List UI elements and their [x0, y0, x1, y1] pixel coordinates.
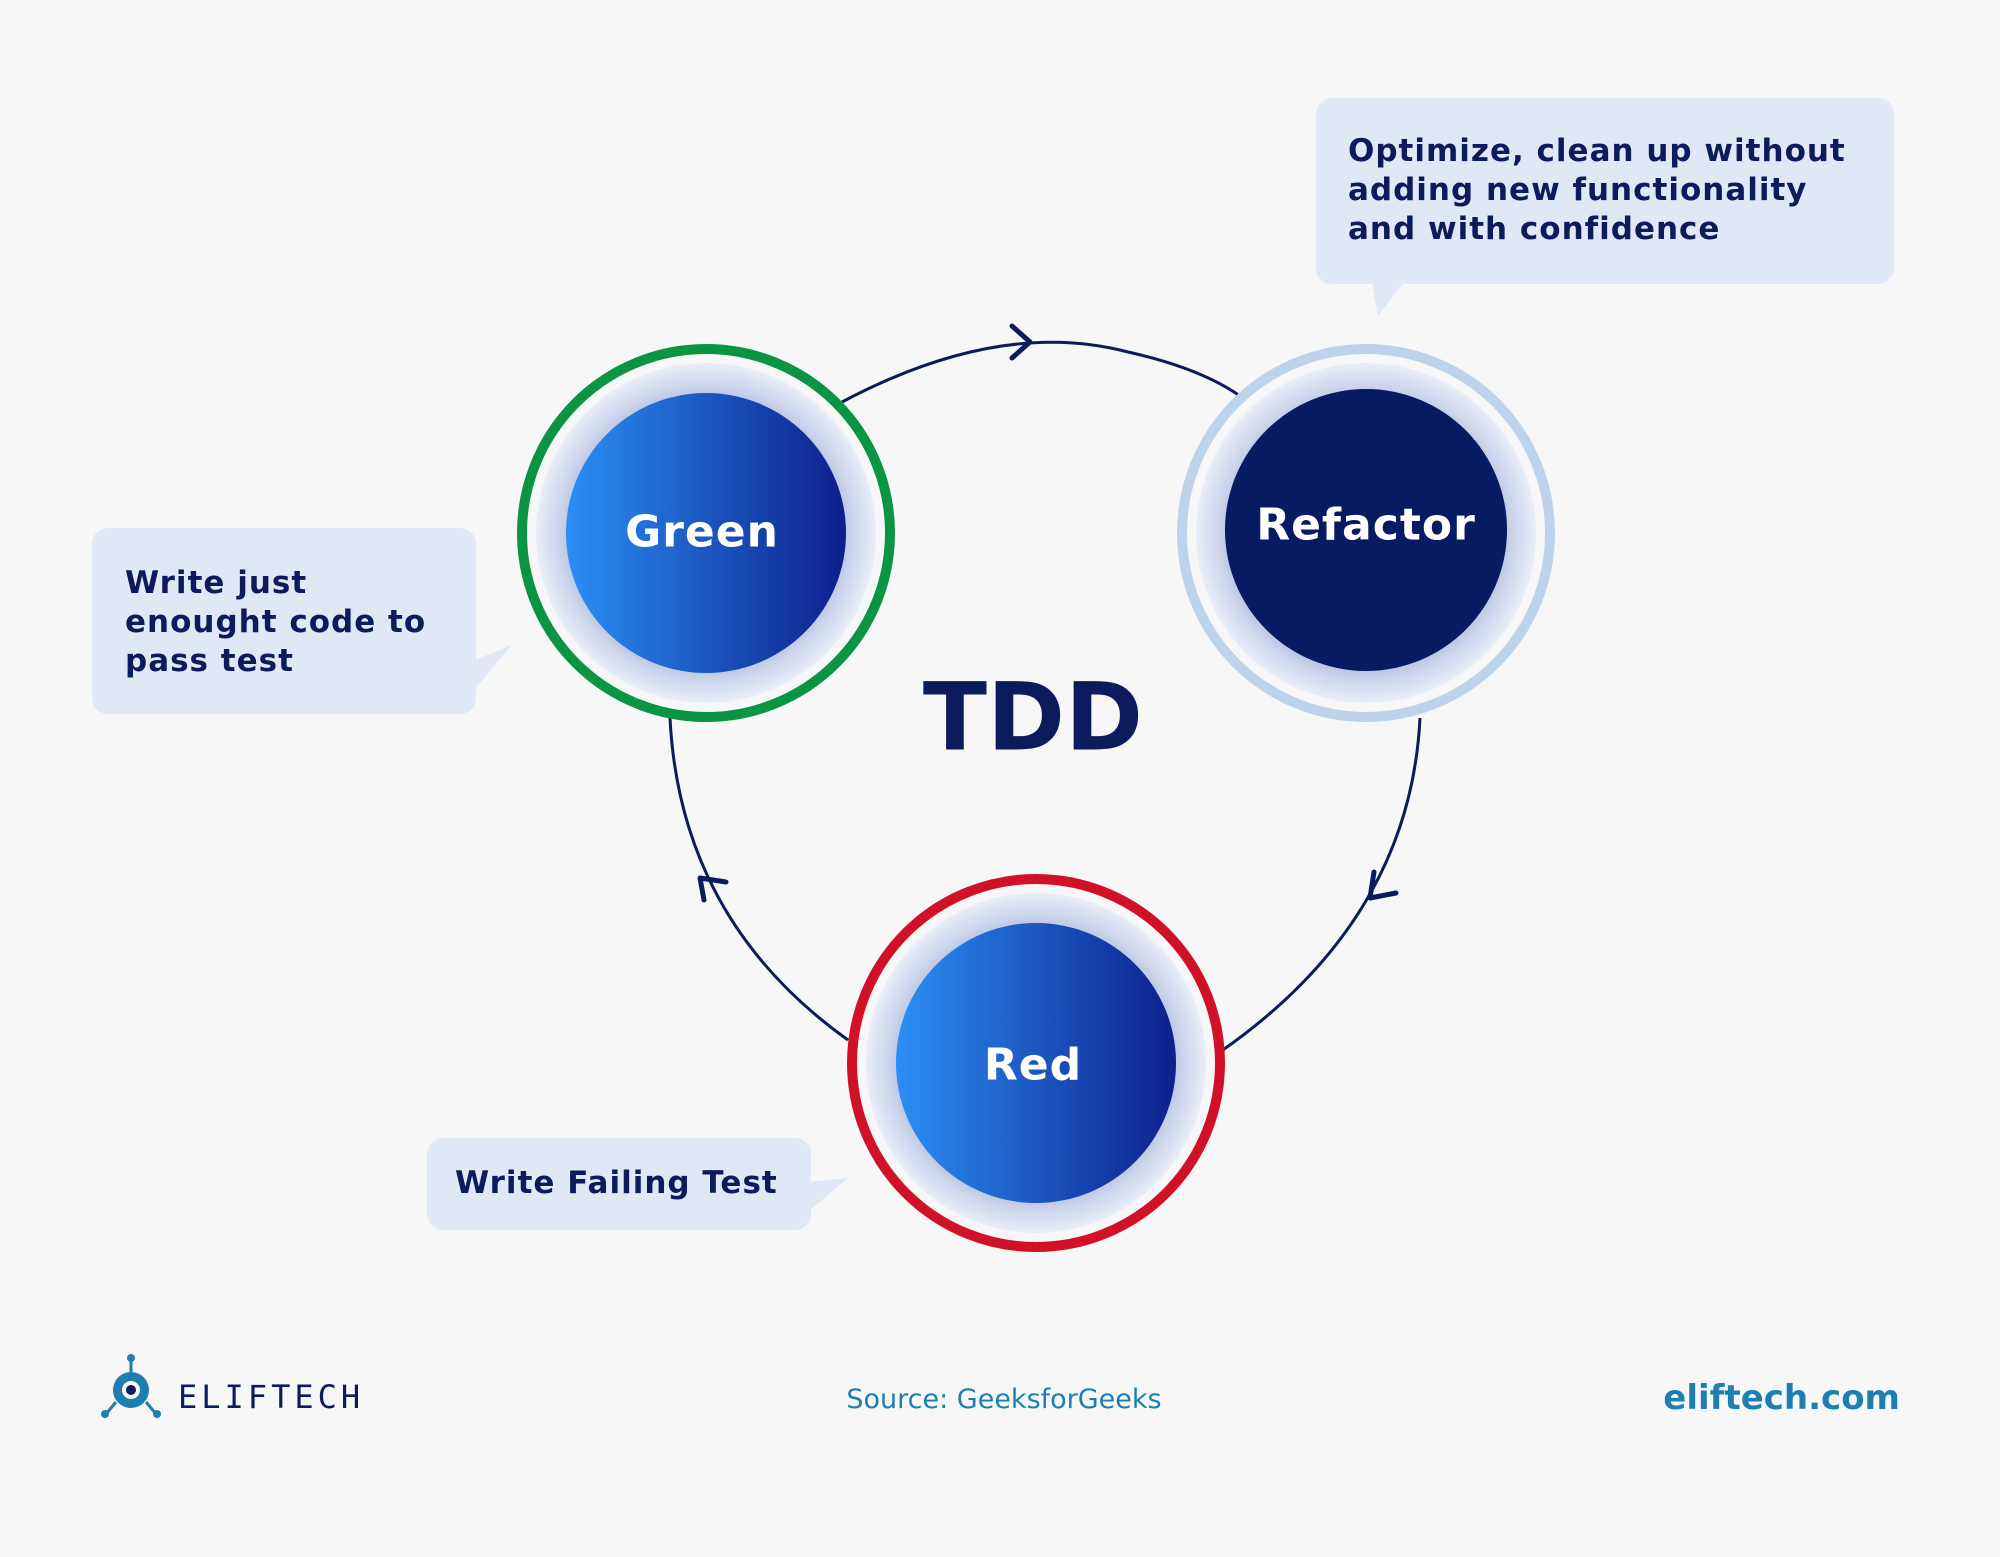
- refactor-callout-line: adding new functionality: [1348, 172, 1808, 208]
- red-callout: Write Failing Test: [427, 1138, 811, 1230]
- red-label: Red: [984, 1040, 1082, 1091]
- refactor-callout-line: Optimize, clean up without: [1348, 133, 1846, 169]
- green-label: Green: [625, 507, 779, 558]
- green-callout-tail: [474, 645, 512, 690]
- brand-name: ELIFTECH: [178, 1378, 365, 1416]
- node-green: Green: [517, 344, 895, 722]
- green-callout-line: enought code to: [125, 604, 427, 640]
- red-callout-line: Write Failing Test: [455, 1165, 778, 1201]
- refactor-callout-line: and with confidence: [1348, 211, 1721, 247]
- node-refactor: Refactor: [1177, 344, 1555, 722]
- refactor-core: [1225, 389, 1507, 671]
- arrow-head-top: [1009, 323, 1033, 361]
- refactor-callout-tail: [1372, 282, 1404, 316]
- node-red: Red: [847, 874, 1225, 1252]
- red-core: [896, 923, 1176, 1203]
- source-text: Source: GeeksforGeeks: [846, 1384, 1162, 1415]
- red-callout-tail: [808, 1178, 848, 1212]
- arrow-head-right: [1367, 869, 1399, 901]
- green-callout-line: Write just: [125, 565, 308, 601]
- green-callout-line: pass test: [125, 643, 294, 679]
- arrow-head-left: [697, 875, 729, 903]
- arc-refactor-to-red: [1219, 717, 1422, 1054]
- site-link[interactable]: eliftech.com: [1663, 1378, 1900, 1418]
- refactor-label: Refactor: [1256, 500, 1476, 551]
- arc-green-to-refactor: [841, 340, 1241, 404]
- center-title: TDD: [923, 664, 1143, 773]
- green-callout: Write just enought code to pass test: [92, 528, 476, 714]
- eliftech-logo-icon: [101, 1354, 161, 1418]
- refactor-callout: Optimize, clean up without adding new fu…: [1316, 98, 1894, 284]
- green-core: [566, 393, 846, 673]
- arc-red-to-green: [668, 717, 849, 1042]
